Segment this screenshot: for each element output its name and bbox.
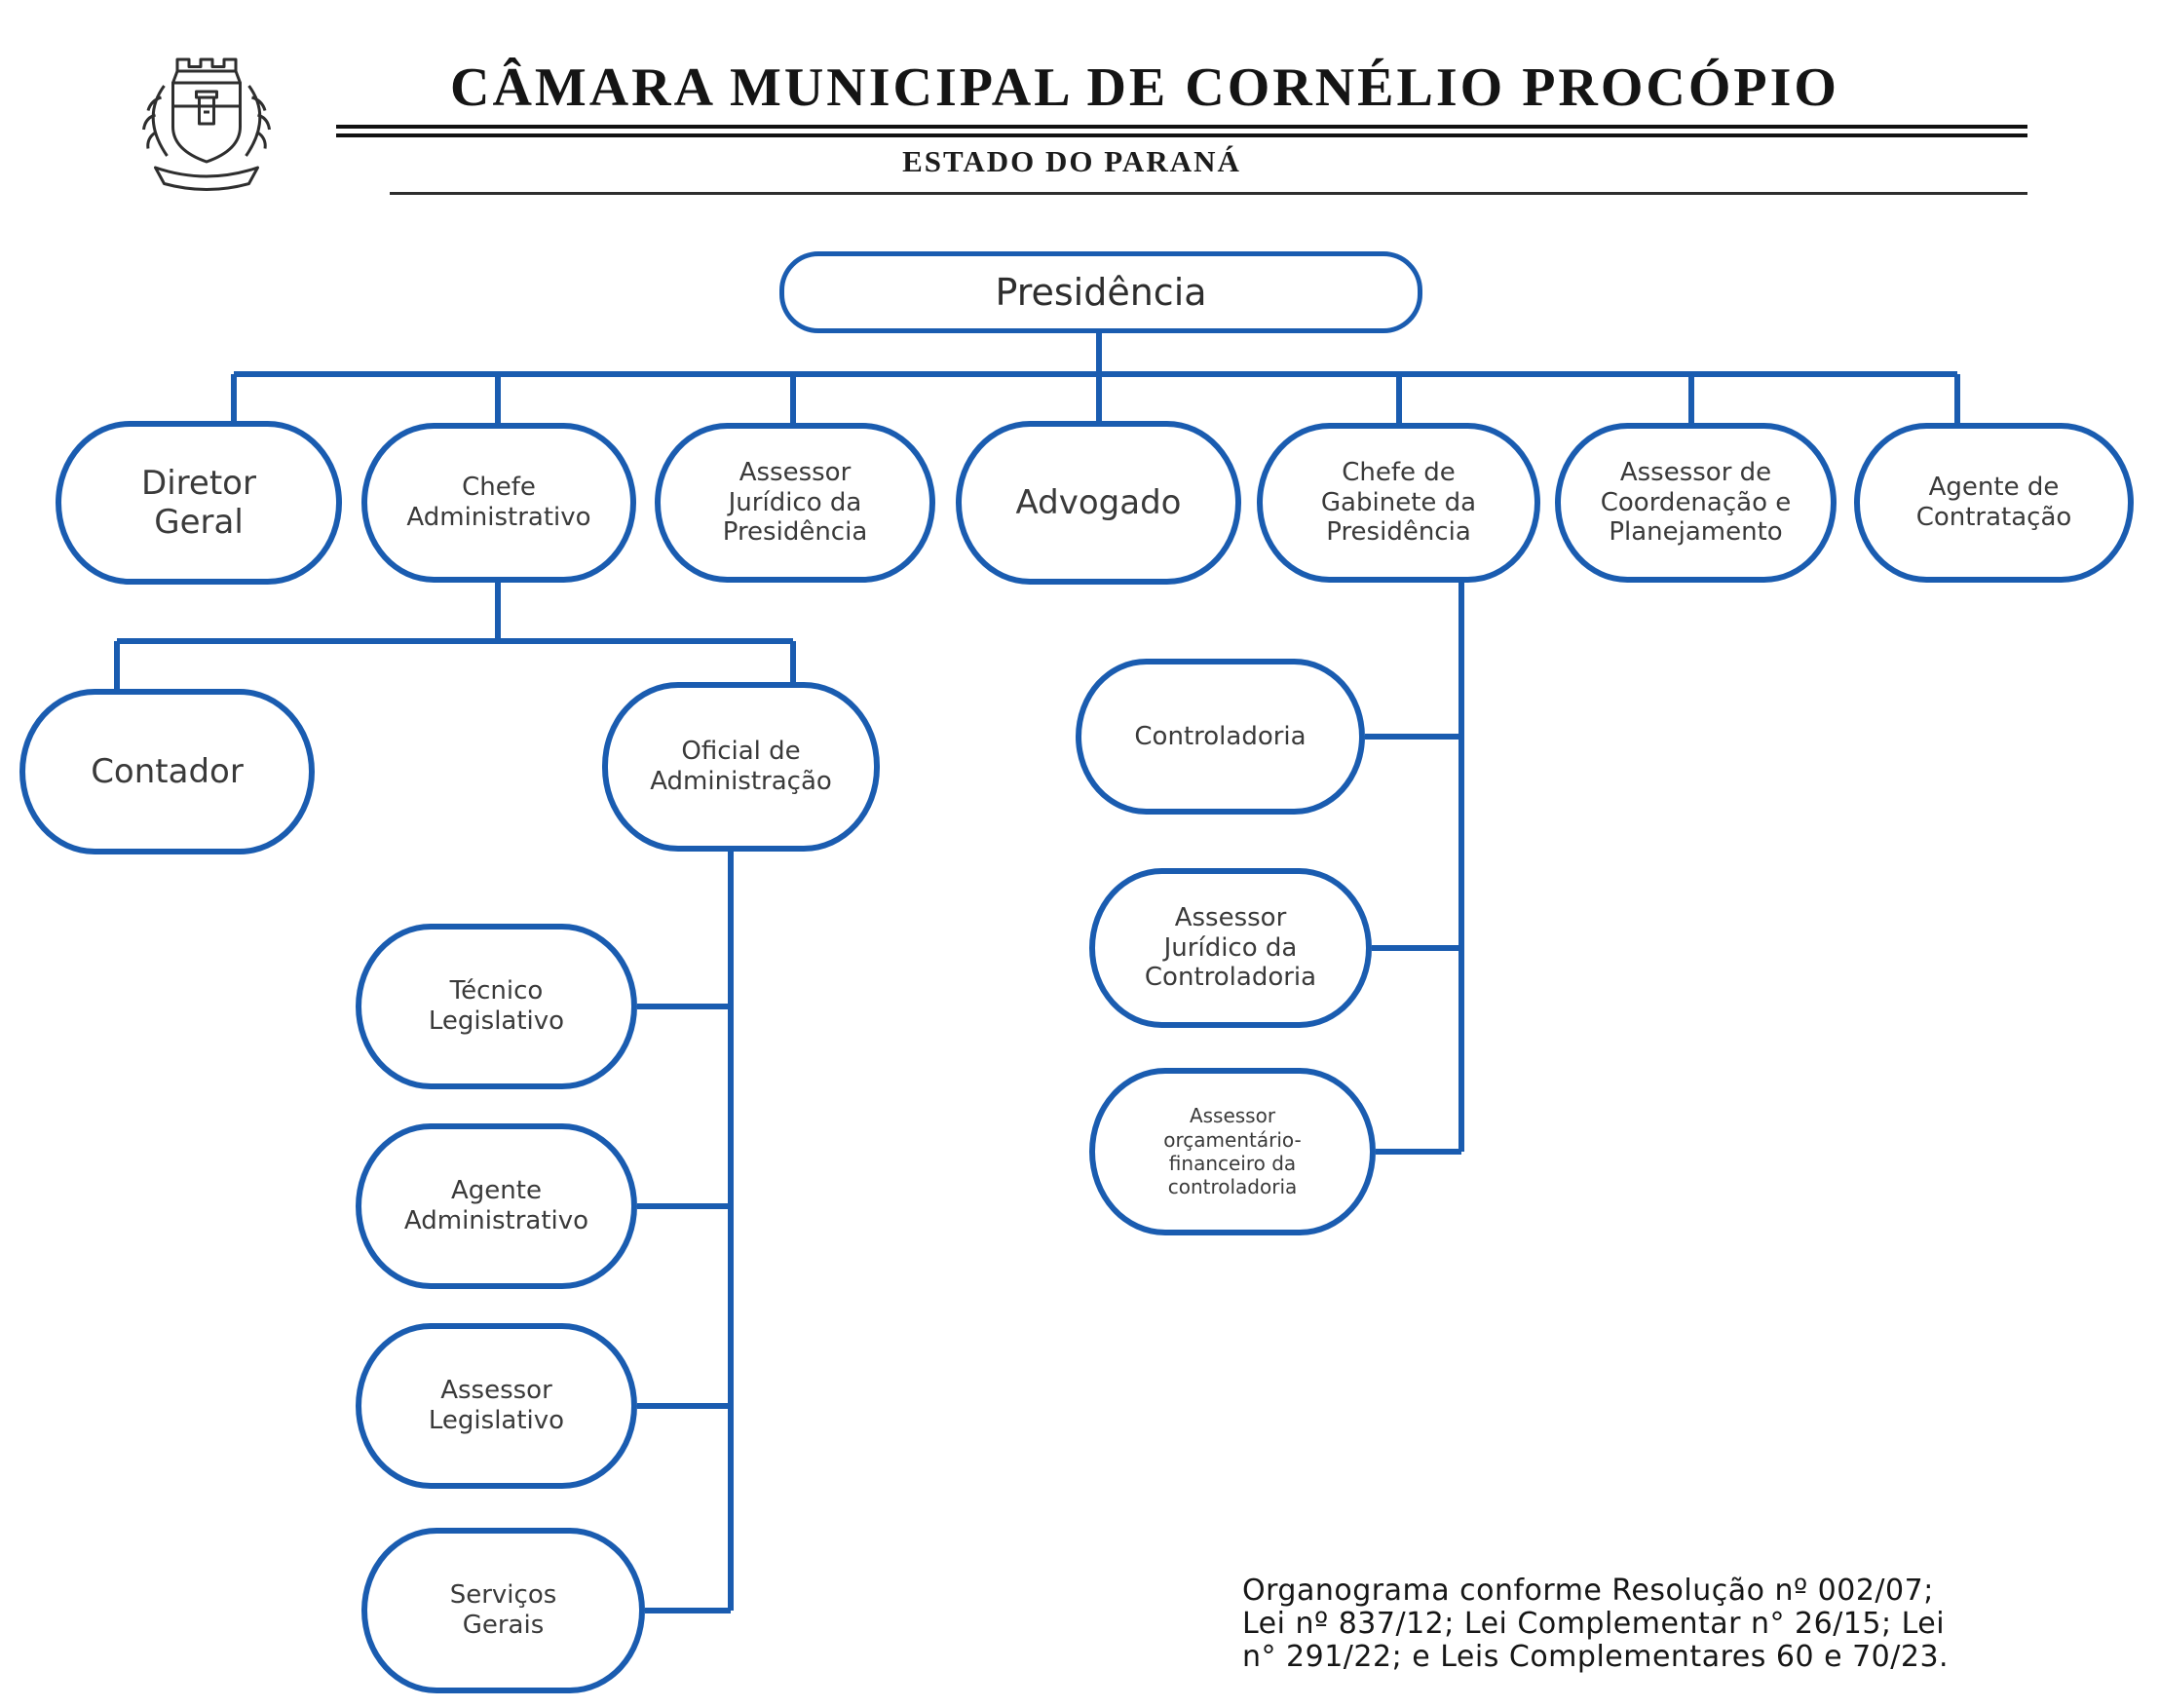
org-node-label: Presidência: [995, 270, 1207, 314]
org-node-tecnico-legislativo: Técnico Legislativo: [356, 924, 637, 1089]
org-node-assessor-juridico-controladoria: Assessor Jurídico da Controladoria: [1089, 868, 1372, 1028]
org-node-label: Contador: [91, 751, 244, 791]
org-node-assessor-juridico-presidencia: Assessor Jurídico da Presidência: [655, 423, 935, 583]
coat-of-arms-icon: [109, 51, 304, 197]
org-node-advogado: Advogado: [956, 421, 1241, 585]
page-subtitle: ESTADO DO PARANÁ: [902, 144, 1241, 178]
org-node-label: Advogado: [1015, 482, 1182, 522]
org-node-label: Assessor Legislativo: [428, 1376, 565, 1435]
org-node-agente-administrativo: Agente Administrativo: [356, 1123, 637, 1289]
footnote: Organograma conforme Resolução nº 002/07…: [1242, 1574, 1950, 1675]
page-title: CÂMARA MUNICIPAL DE CORNÉLIO PROCÓPIO: [450, 57, 1839, 118]
org-node-agente-contratacao: Agente de Contratação: [1854, 423, 2134, 583]
footnote-line: n° 291/22; e Leis Complementares 60 e 70…: [1242, 1640, 1950, 1675]
org-node-diretor-geral: Diretor Geral: [56, 421, 342, 585]
org-node-controladoria: Controladoria: [1076, 659, 1365, 815]
org-node-label: Controladoria: [1134, 721, 1307, 751]
org-node-label: Agente de Contratação: [1915, 473, 2072, 532]
title-double-rule: [336, 125, 2027, 137]
org-node-chefe-gabinete: Chefe de Gabinete da Presidência: [1257, 423, 1540, 583]
org-node-assessor-coordenacao: Assessor de Coordenação e Planejamento: [1555, 423, 1837, 583]
org-node-label: Chefe de Gabinete da Presidência: [1320, 457, 1477, 548]
org-node-label: Chefe Administrativo: [406, 473, 591, 532]
org-node-assessor-legislativo: Assessor Legislativo: [356, 1323, 637, 1489]
org-node-contador: Contador: [19, 689, 315, 854]
org-node-label: Assessor de Coordenação e Planejamento: [1600, 457, 1792, 548]
org-node-label: Oficial de Administração: [650, 737, 832, 796]
org-node-presidencia: Presidência: [779, 251, 1422, 333]
org-node-chefe-administrativo: Chefe Administrativo: [361, 423, 636, 583]
org-node-label: Técnico Legislativo: [428, 976, 565, 1036]
footnote-line: Organograma conforme Resolução nº 002/07…: [1242, 1574, 1934, 1608]
org-node-label: Assessor Jurídico da Controladoria: [1144, 902, 1317, 993]
org-node-label: Assessor Jurídico da Presidência: [722, 457, 868, 548]
org-node-oficial-administracao: Oficial de Administração: [602, 682, 880, 852]
footnote-line: Lei nº 837/12; Lei Complementar n° 26/15…: [1242, 1607, 1946, 1642]
org-node-assessor-orcamentario: Assessor orçamentário-financeiro da cont…: [1089, 1068, 1376, 1235]
org-node-label: Agente Administrativo: [403, 1176, 589, 1235]
org-node-label: Diretor Geral: [141, 463, 256, 542]
subtitle-rule: [390, 192, 2027, 195]
org-node-label: Assessor orçamentário-financeiro da cont…: [1163, 1104, 1302, 1199]
org-node-label: Serviços Gerais: [449, 1580, 557, 1640]
org-node-servicos-gerais: Serviços Gerais: [361, 1528, 645, 1693]
